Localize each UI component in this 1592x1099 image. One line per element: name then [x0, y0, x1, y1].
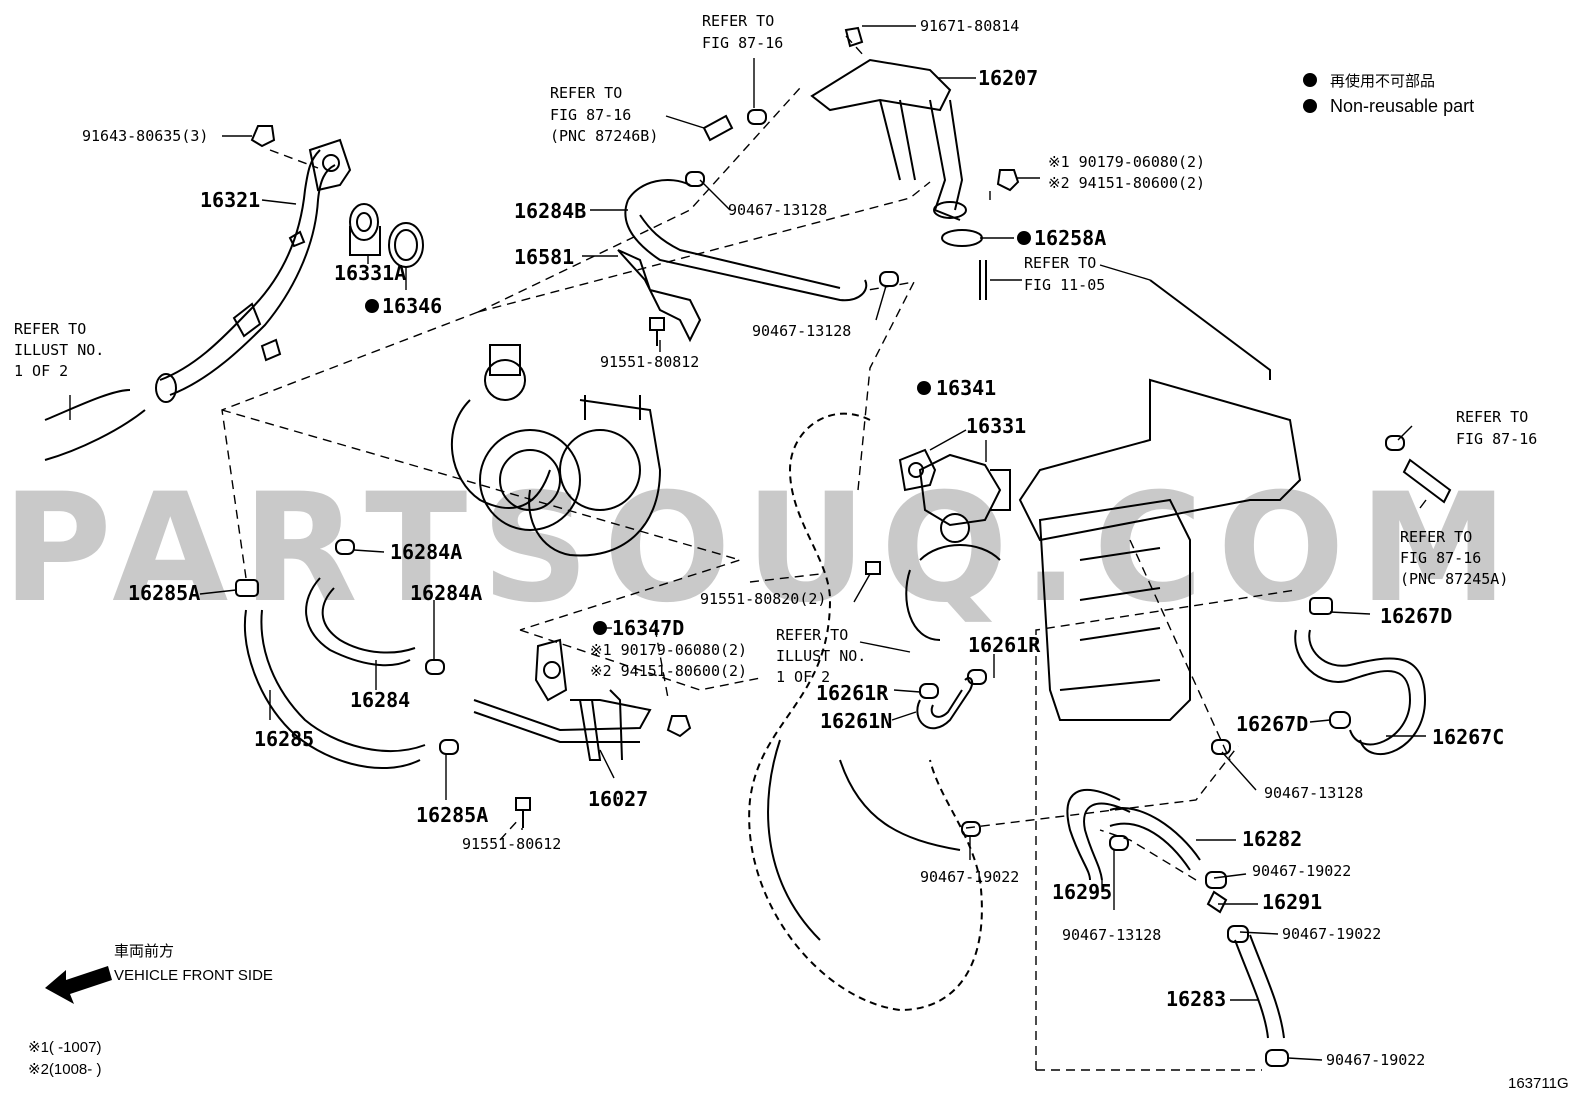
refer-pnc-87245a-1: REFER TO	[1400, 528, 1472, 546]
nonreusable-mark-16258A	[1017, 231, 1031, 245]
label-16581[interactable]: 16581	[514, 245, 574, 269]
label-16261R-2[interactable]: 16261R	[816, 681, 889, 705]
label-16267D-1[interactable]: 16267D	[1380, 604, 1452, 628]
legend-en: Non-reusable part	[1330, 96, 1474, 116]
misc-parts	[473, 26, 1228, 914]
front-side-jp: 車両前方	[114, 943, 174, 960]
label-16347D[interactable]: 16347D	[612, 616, 684, 640]
footnote-2: ※2(1008- )	[28, 1061, 101, 1078]
label-90467-13128-b[interactable]: 90467-13128	[752, 322, 851, 340]
refer-illust-2-b[interactable]: ILLUST NO.	[776, 647, 866, 665]
label-16341[interactable]: 16341	[936, 376, 996, 400]
turbocharger	[450, 344, 662, 557]
label-94151-80600-b[interactable]: ※2 94151-80600(2)	[590, 662, 747, 680]
label-16285A-1[interactable]: 16285A	[128, 581, 200, 605]
refer-illust-2-a: REFER TO	[776, 626, 848, 644]
water-pipe-16321	[155, 138, 352, 403]
refer-illust-1-b[interactable]: ILLUST NO.	[14, 341, 104, 359]
label-90467-19022-d[interactable]: 90467-19022	[1326, 1051, 1425, 1069]
label-16284A-1[interactable]: 16284A	[390, 540, 462, 564]
refer-fig-11-05-2[interactable]: FIG 11-05	[1024, 276, 1105, 294]
nonreusable-mark-16346	[365, 299, 379, 313]
refer-pnc-87245a-2[interactable]: FIG 87-16	[1400, 549, 1481, 567]
label-90467-19022-b[interactable]: 90467-19022	[920, 868, 1019, 886]
label-90179-06080-a[interactable]: ※1 90179-06080(2)	[1048, 153, 1205, 171]
legend-jp: 再使用不可部品	[1330, 73, 1435, 90]
hoses	[44, 58, 1452, 1039]
label-16027[interactable]: 16027	[588, 787, 648, 811]
label-16285[interactable]: 16285	[254, 727, 314, 751]
refer-illust-2-c: 1 OF 2	[776, 668, 830, 686]
nonreusable-mark-16347D	[593, 621, 607, 635]
legend-bullet-jp	[1303, 73, 1317, 87]
label-16282[interactable]: 16282	[1242, 827, 1302, 851]
front-side-en: VEHICLE FRONT SIDE	[114, 967, 273, 984]
label-90467-19022-a[interactable]: 90467-19022	[1252, 862, 1351, 880]
legend-bullet-en	[1303, 99, 1317, 113]
refer-fig-87-16-a-1: REFER TO	[702, 12, 774, 30]
refer-fig-87-16-c-1: REFER TO	[1456, 408, 1528, 426]
leader-lines	[69, 25, 1427, 1061]
part-labels: 91671-80814 16207 REFER TO FIG 87-16 REF…	[14, 12, 1537, 1069]
refer-illust-1-c: 1 OF 2	[14, 362, 68, 380]
label-16284[interactable]: 16284	[350, 688, 410, 712]
engine-block	[748, 264, 1302, 1012]
refer-fig-87-16-c-2[interactable]: FIG 87-16	[1456, 430, 1537, 448]
label-16284B[interactable]: 16284B	[514, 199, 586, 223]
label-90179-06080-b[interactable]: ※1 90179-06080(2)	[590, 641, 747, 659]
refer-illust-1-a: REFER TO	[14, 320, 86, 338]
label-90467-19022-c[interactable]: 90467-19022	[1282, 925, 1381, 943]
refer-fig-87-16-a-2[interactable]: FIG 87-16	[702, 34, 783, 52]
watermark: PARTSOUQ.COM	[2, 462, 1522, 636]
label-16267D-2[interactable]: 16267D	[1236, 712, 1308, 736]
nonreusable-mark-16341	[917, 381, 931, 395]
refer-fig-11-05-1: REFER TO	[1024, 254, 1096, 272]
label-16321[interactable]: 16321	[200, 188, 260, 212]
label-91551-80812[interactable]: 91551-80812	[600, 353, 699, 371]
label-16331[interactable]: 16331	[966, 414, 1026, 438]
refer-pnc-87245a-3: (PNC 87245A)	[1400, 570, 1508, 588]
label-90467-13128-c[interactable]: 90467-13128	[1264, 784, 1363, 802]
label-16346[interactable]: 16346	[382, 294, 442, 318]
label-91551-80820[interactable]: 91551-80820(2)	[700, 590, 826, 608]
front-arrow-icon	[45, 966, 112, 1004]
label-94151-80600-a[interactable]: ※2 94151-80600(2)	[1048, 174, 1205, 192]
label-16283[interactable]: 16283	[1166, 987, 1226, 1011]
refer-pnc-87246b-3: (PNC 87246B)	[550, 127, 658, 145]
label-16331A[interactable]: 16331A	[334, 261, 406, 285]
footnote-1: ※1( -1007)	[28, 1039, 101, 1056]
label-16207[interactable]: 16207	[978, 66, 1038, 90]
label-91671-80814[interactable]: 91671-80814	[920, 17, 1019, 35]
label-16261N[interactable]: 16261N	[820, 709, 892, 733]
thermostat-16331A	[349, 203, 381, 256]
bolt-91643	[250, 125, 276, 148]
label-16284A-2[interactable]: 16284A	[410, 581, 482, 605]
label-16258A[interactable]: 16258A	[1034, 226, 1106, 250]
label-90467-13128-a[interactable]: 90467-13128	[728, 201, 827, 219]
refer-pnc-87246b-2[interactable]: FIG 87-16	[550, 106, 631, 124]
illustration-code: 163711G	[1508, 1075, 1569, 1092]
water-outlet-16331	[898, 448, 1011, 543]
refer-pnc-87246b-1: REFER TO	[550, 84, 622, 102]
label-16261R-1[interactable]: 16261R	[968, 633, 1041, 657]
label-91643-80635[interactable]: 91643-80635(3)	[82, 127, 208, 145]
label-16295[interactable]: 16295	[1052, 880, 1112, 904]
label-16267C[interactable]: 16267C	[1432, 725, 1504, 749]
label-16291[interactable]: 16291	[1262, 890, 1322, 914]
label-16285A-2[interactable]: 16285A	[416, 803, 488, 827]
label-90467-13128-d[interactable]: 90467-13128	[1062, 926, 1161, 944]
label-91551-80612[interactable]: 91551-80612	[462, 835, 561, 853]
